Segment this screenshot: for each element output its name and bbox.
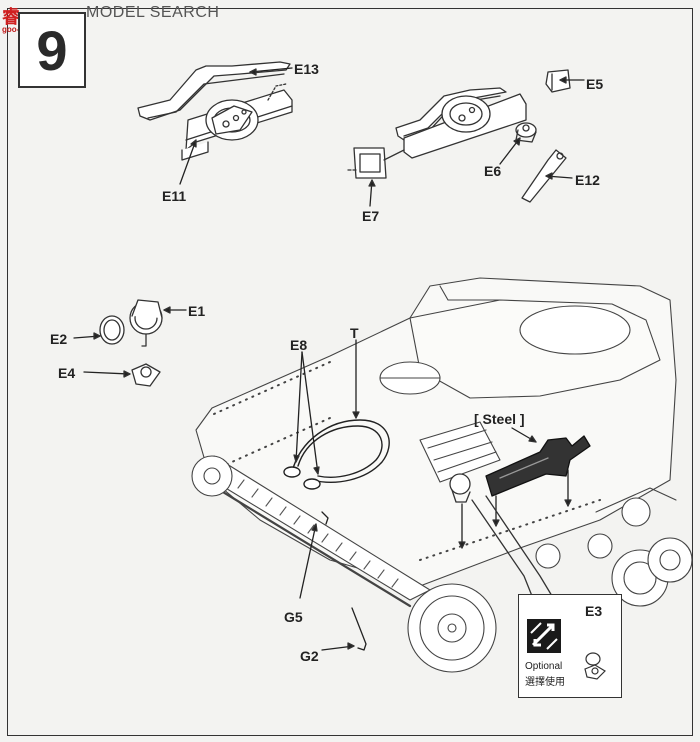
steel-label: [ Steel ] bbox=[474, 411, 525, 427]
part-label-g2: G2 bbox=[300, 648, 319, 664]
part-label-e12: E12 bbox=[575, 172, 600, 188]
optional-label-zh: 選擇使用 bbox=[525, 677, 565, 688]
part-label-e3: E3 bbox=[585, 603, 603, 619]
e3-part-drawing bbox=[584, 652, 606, 680]
optional-label-en: Optional bbox=[525, 661, 563, 672]
part-label-e8: E8 bbox=[290, 337, 308, 353]
watermark-logo: 睿 bbox=[2, 7, 20, 27]
part-label-g5: G5 bbox=[284, 609, 303, 625]
hull-headlight bbox=[449, 473, 471, 503]
tank-hull bbox=[191, 277, 693, 673]
part-label-e13: E13 bbox=[294, 61, 319, 77]
part-label-e4: E4 bbox=[58, 365, 76, 381]
tow-cable bbox=[283, 419, 390, 490]
optional-part-box: E3 Optional 選擇使用 bbox=[518, 594, 622, 698]
step-number-box: 9 bbox=[18, 12, 86, 88]
watermark-site-name: MODEL SEARCH bbox=[86, 4, 220, 21]
part-label-e5: E5 bbox=[586, 76, 604, 92]
step-number: 9 bbox=[36, 19, 68, 82]
headlight-parts bbox=[99, 299, 163, 387]
part-label-e7: E7 bbox=[362, 208, 380, 224]
optional-icon bbox=[527, 619, 561, 653]
part-label-e11: E11 bbox=[162, 188, 187, 204]
part-label-e6: E6 bbox=[484, 163, 502, 179]
jack-steel-part bbox=[485, 435, 591, 497]
part-label-e1: E1 bbox=[188, 303, 206, 319]
part-label-e2: E2 bbox=[50, 331, 68, 347]
page-frame bbox=[7, 8, 693, 736]
part-label-t: T bbox=[350, 325, 359, 341]
mudguard-assembly-left bbox=[137, 61, 293, 161]
mudguard-assembly-right bbox=[353, 69, 571, 203]
